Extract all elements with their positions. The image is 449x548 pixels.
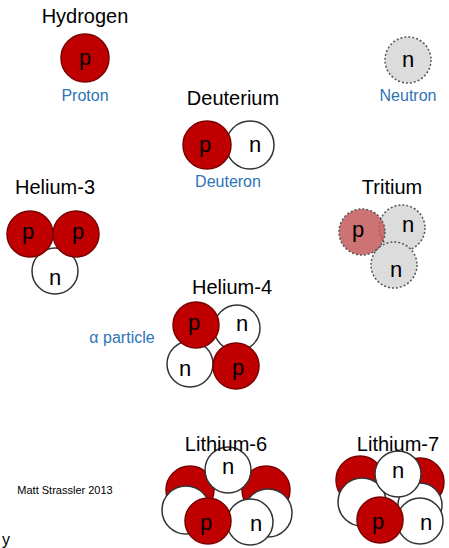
particle-name: α particle [89, 329, 154, 347]
element-name: Hydrogen [42, 5, 129, 27]
element-name: Helium-4 [192, 276, 272, 298]
nucleon-letter: p [79, 47, 91, 69]
nucleon-letter: n [392, 460, 404, 482]
nucleon-circle [183, 121, 231, 169]
nucleon-circle [371, 242, 417, 288]
nucleon-circle [397, 498, 443, 544]
nucleon-circle [357, 497, 403, 543]
proton-circle: p [212, 342, 260, 390]
neutron-circle: n [225, 120, 275, 170]
nucleon-circle [226, 121, 274, 169]
neutron-circle: n [374, 450, 422, 498]
nucleon-circle [53, 211, 99, 257]
nucleon-circle [375, 451, 421, 497]
free-neutron-circle: n [384, 36, 432, 84]
tritium-proton-circle: p [338, 208, 386, 256]
proton-circle: p [6, 210, 54, 258]
nucleon-letter: n [402, 214, 414, 236]
proton-circle: p [52, 210, 100, 258]
nucleon-letter: p [352, 219, 364, 241]
nucleon-circle [227, 499, 273, 545]
nucleon-circle [213, 343, 259, 389]
nucleon-circle [185, 498, 231, 544]
nucleon-letter: n [249, 134, 261, 156]
nucleon-letter: p [200, 512, 212, 534]
nucleon-circle [385, 37, 431, 83]
nucleon-circle [61, 34, 109, 82]
cut-off-text: y [2, 531, 10, 548]
nucleon-circle [339, 209, 385, 255]
nucleon-circle [7, 211, 53, 257]
nucleon-letter: n [236, 313, 248, 335]
element-name: Helium-3 [15, 176, 95, 198]
nucleon-letter: n [250, 513, 262, 535]
element-name: Tritium [362, 176, 422, 198]
element-name: Lithium-6 [185, 433, 267, 455]
nucleon-letter: p [232, 357, 244, 379]
proton-circle: p [60, 33, 110, 83]
element-name: Deuterium [187, 87, 279, 109]
neutron-circle: n [226, 498, 274, 546]
proton-circle: p [172, 301, 220, 349]
credit-note: Matt Strassler 2013 [17, 484, 112, 496]
nucleon-letter: p [372, 511, 384, 533]
particle-name: Neutron [380, 87, 437, 105]
element-name: Lithium-7 [357, 433, 439, 455]
proton-circle: p [184, 497, 232, 545]
nucleon-letter: n [402, 49, 414, 71]
nucleon-letter: p [22, 221, 34, 243]
nucleon-letter: p [72, 221, 84, 243]
proton-circle: p [356, 496, 404, 544]
particle-name: Proton [61, 87, 108, 105]
proton-circle: p [182, 120, 232, 170]
nucleon-letter: n [179, 358, 191, 380]
nucleon-letter: p [199, 134, 211, 156]
nucleon-circle [173, 302, 219, 348]
particle-name: Deuteron [195, 173, 261, 191]
nucleon-letter: n [222, 456, 234, 478]
nucleon-letter: n [420, 512, 432, 534]
nucleon-letter: n [390, 259, 402, 281]
nucleon-letter: n [49, 267, 61, 289]
nucleon-letter: p [188, 312, 200, 334]
